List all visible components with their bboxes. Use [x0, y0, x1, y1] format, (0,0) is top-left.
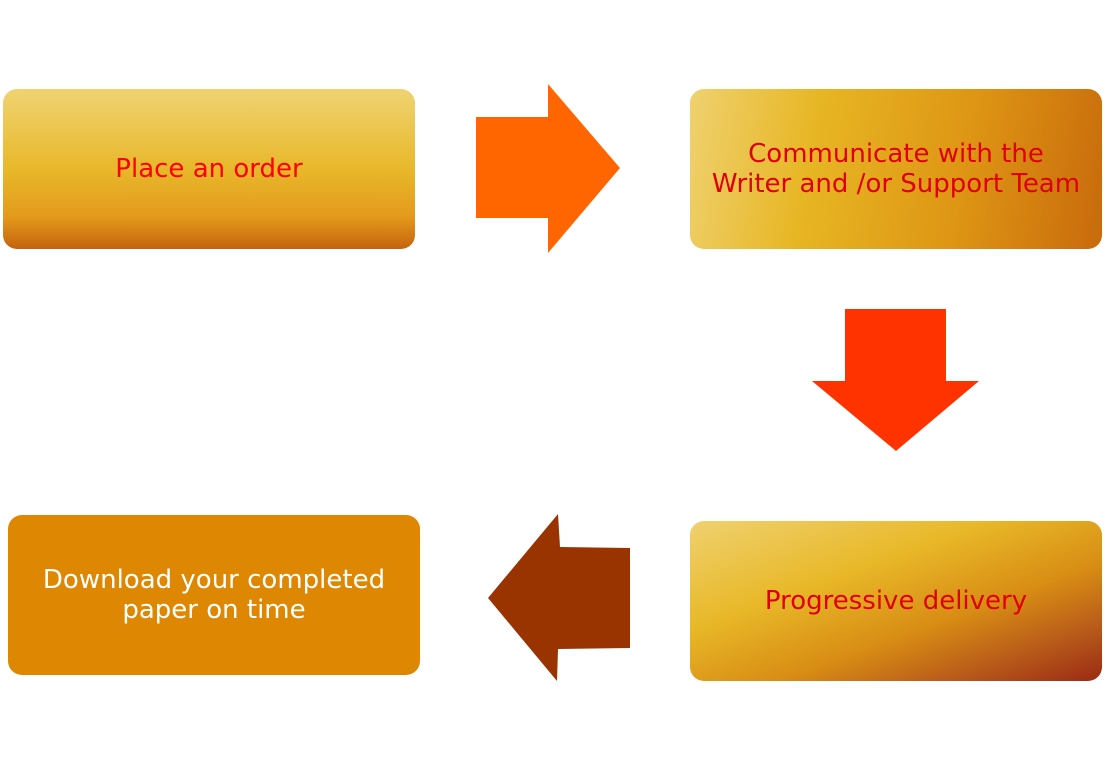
arrow-down-shape [812, 309, 979, 451]
step-communicate: Communicate with the Writer and /or Supp… [690, 89, 1102, 249]
step-download-paper: Download your completed paper on time [8, 515, 420, 675]
step-label: Download your completed paper on time [42, 565, 386, 625]
arrow-right-shape [476, 84, 620, 253]
arrow-right-icon [476, 84, 620, 253]
step-label: Progressive delivery [764, 586, 1028, 616]
arrow-down-icon [812, 309, 979, 451]
arrow-left-icon [488, 514, 630, 681]
step-place-order: Place an order [3, 89, 415, 249]
step-progressive-delivery: Progressive delivery [690, 521, 1102, 681]
step-label: Place an order [115, 154, 303, 184]
step-label: Communicate with the Writer and /or Supp… [711, 139, 1081, 199]
arrow-left-shape [488, 514, 630, 681]
